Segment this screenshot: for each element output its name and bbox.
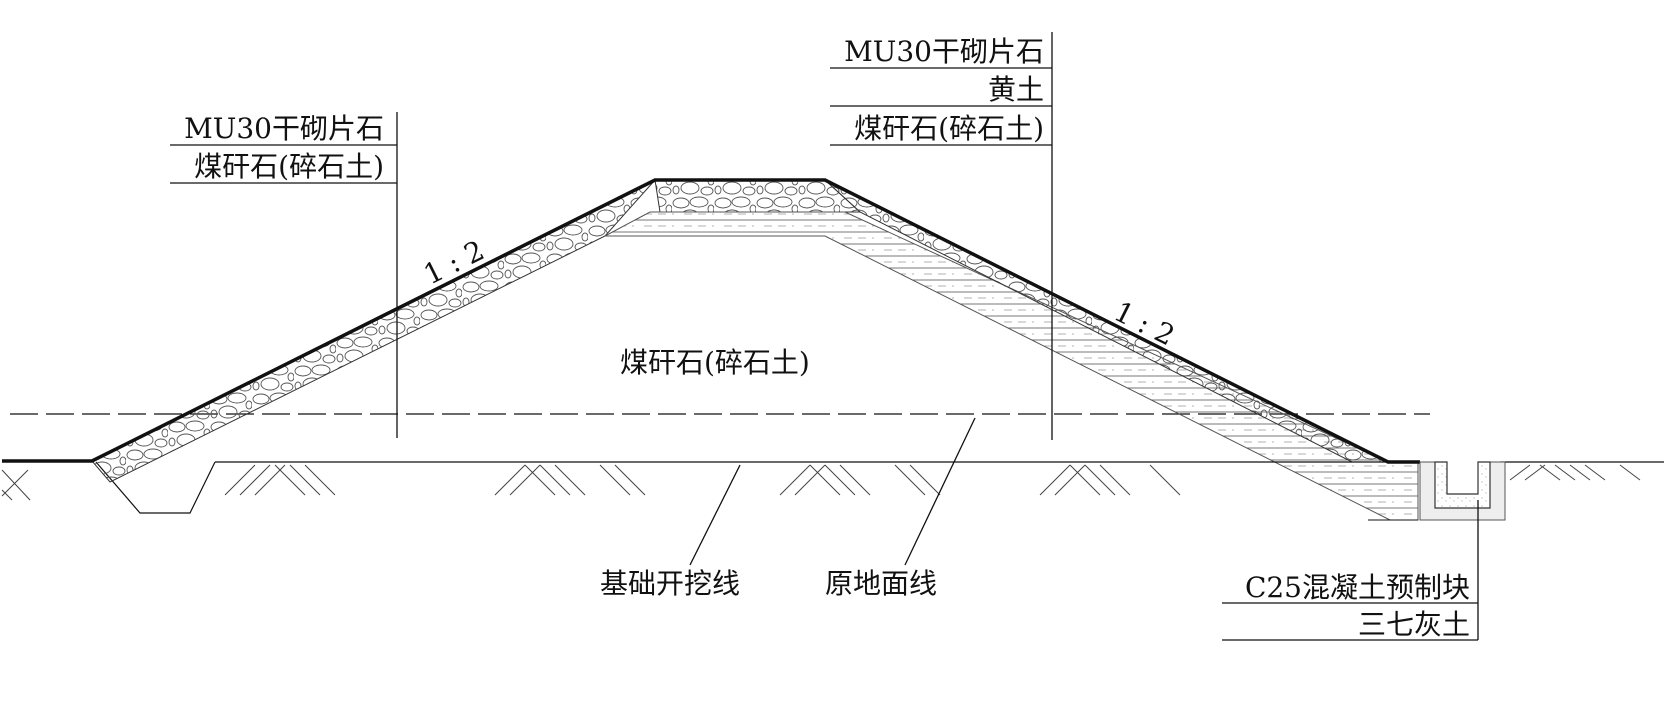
right-callout-line3: 煤矸石(碎石土) [854,112,1044,145]
original-ground-line-label: 原地面线 [825,567,937,600]
left-callout-line1: MU30干砌片石 [184,112,384,145]
drain-callout-line2: 三七灰土 [1358,608,1470,641]
right-callout-line2: 黄土 [988,73,1044,106]
core-material-label: 煤矸石(碎石土) [620,346,810,379]
drainage-ditch [1419,461,1506,521]
left-toe-trench [95,461,216,514]
right-callout-line1: MU30干砌片石 [844,35,1044,68]
excavation-line-label: 基础开挖线 [600,567,740,600]
crest-stone-pitching [654,179,862,213]
drain-callout-line1: C25混凝土预制块 [1245,571,1470,604]
ground-hatching [1,464,1641,501]
left-stone-pitching [91,179,656,483]
left-callout-line2: 煤矸石(碎石土) [194,150,384,183]
leader-lines [170,32,1479,641]
